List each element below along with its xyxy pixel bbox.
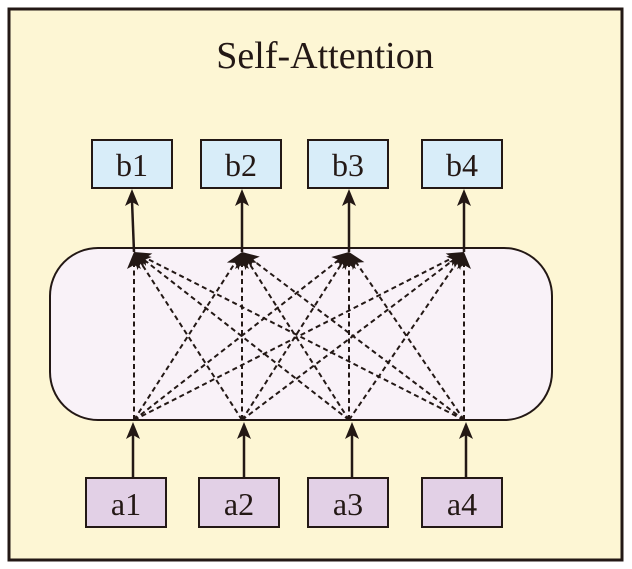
input-box-a4: a4 [421, 477, 503, 528]
attention-edge-a2-to-b3 [241, 261, 344, 421]
output-box-b4: b4 [421, 139, 503, 189]
input-box-a1-rect [85, 477, 167, 528]
input-box-a2-rect [198, 477, 280, 528]
output-arrow-b1 [130, 200, 136, 253]
input-box-a2: a2 [198, 477, 280, 528]
attention-edge-a3-to-b1 [142, 258, 350, 421]
output-label-b2: b2 [225, 147, 257, 183]
output-box-b1-rect [91, 139, 173, 189]
output-box-b3: b3 [307, 139, 389, 189]
input-label-a2: a2 [224, 486, 254, 522]
output-box-b2: b2 [200, 139, 282, 189]
attention-connections [127, 252, 471, 421]
input-box-a1: a1 [85, 477, 167, 528]
attention-edge-a4-to-b1 [144, 256, 465, 421]
attention-edge-arrowhead-a4-to-b4 [457, 252, 471, 269]
output-label-b3: b3 [332, 147, 364, 183]
output-arrowhead-b1 [125, 189, 139, 206]
input-arrowhead-a2 [237, 422, 251, 439]
input-label-a4: a4 [447, 486, 477, 522]
attention-edge-arrowhead-a4-to-b2 [242, 252, 260, 268]
attention-edge-arrowhead-a4-to-b1 [134, 252, 153, 266]
input-box-a3-rect [307, 477, 389, 528]
attention-edge-a1-to-b2 [133, 261, 237, 421]
input-row: a1 a2 a3 a4 [85, 477, 503, 528]
input-label-a1: a1 [111, 486, 141, 522]
output-box-b1: b1 [91, 139, 173, 189]
output-label-b1: b1 [116, 147, 148, 183]
output-box-b2-rect [200, 139, 282, 189]
input-box-a3: a3 [307, 477, 389, 528]
input-arrowhead-a1 [126, 422, 140, 439]
output-box-b4-rect [421, 139, 503, 189]
output-label-b4: b4 [446, 147, 478, 183]
attention-edge-a4-to-b3 [354, 261, 465, 421]
io-arrows [125, 189, 473, 478]
attention-edge-arrowhead-a4-to-b3 [349, 252, 365, 270]
output-box-b3-rect [307, 139, 389, 189]
input-box-a4-rect [421, 477, 503, 528]
input-arrowhead-a3 [345, 422, 359, 439]
output-arrowhead-b2 [235, 189, 249, 206]
attention-edge-a1-to-b3 [133, 258, 341, 421]
output-arrowhead-b3 [342, 189, 356, 206]
attention-edge-a3-to-b4 [348, 261, 459, 421]
output-row: b1 b2 b3 b4 [91, 139, 503, 189]
diagram-title: Self-Attention [216, 35, 433, 77]
input-arrowhead-a4 [459, 422, 473, 439]
attention-edge-a4-to-b2 [250, 258, 465, 421]
input-label-a3: a3 [333, 486, 363, 522]
attention-edge-a3-to-b2 [247, 261, 350, 421]
attention-edge-a2-to-b1 [139, 261, 243, 421]
attention-edge-a2-to-b4 [241, 258, 456, 421]
output-arrowhead-b4 [457, 189, 471, 206]
